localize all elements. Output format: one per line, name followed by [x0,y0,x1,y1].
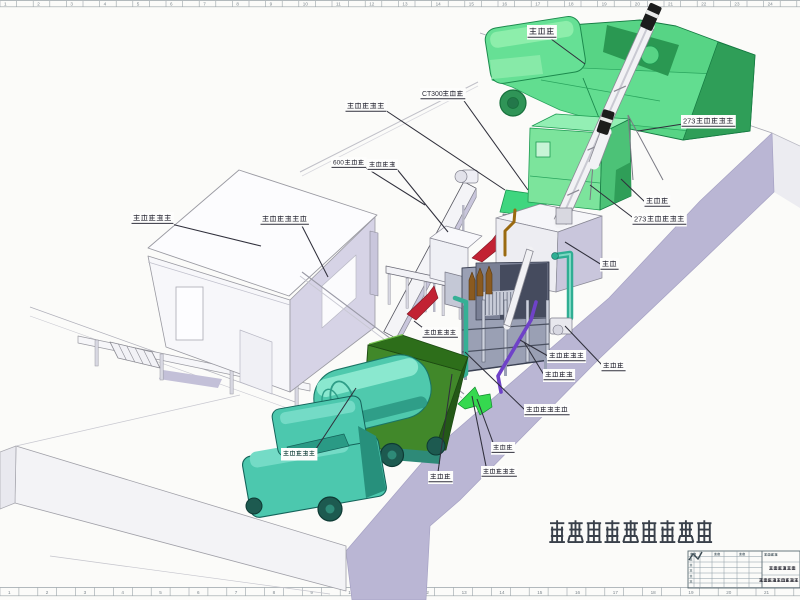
svg-text:14: 14 [499,590,505,595]
svg-text:3: 3 [70,2,73,7]
svg-text:4: 4 [121,590,124,595]
svg-text:6: 6 [170,2,173,7]
svg-text:16: 16 [575,590,581,595]
svg-text:7: 7 [203,2,206,7]
svg-text:12: 12 [369,2,375,7]
svg-text:14: 14 [436,2,442,7]
svg-text:600: 600 [333,160,344,167]
svg-text:21: 21 [668,2,674,7]
svg-text:10: 10 [303,2,309,7]
svg-text:11: 11 [336,2,341,7]
svg-text:5: 5 [137,2,140,7]
svg-text:2: 2 [37,2,40,7]
svg-text:13: 13 [462,590,468,595]
svg-text:9: 9 [310,590,313,595]
svg-text:21: 21 [764,590,770,595]
svg-text:5: 5 [159,590,162,595]
svg-text:3: 3 [84,590,87,595]
svg-text:9: 9 [270,2,273,7]
svg-text:18: 18 [568,2,574,7]
svg-text:17: 17 [613,590,619,595]
svg-text:16: 16 [502,2,508,7]
svg-text:18: 18 [651,590,657,595]
svg-text:24: 24 [768,2,774,7]
svg-text:15: 15 [537,590,543,595]
svg-text:13: 13 [402,2,408,7]
svg-text:15: 15 [469,2,475,7]
svg-text:273: 273 [683,116,695,125]
svg-text:19: 19 [602,2,608,7]
svg-text:23: 23 [734,2,740,7]
svg-text:2: 2 [46,590,49,595]
svg-text:4: 4 [104,2,107,7]
svg-text:20: 20 [635,2,641,7]
svg-text:8: 8 [236,2,239,7]
svg-text:8: 8 [273,590,276,595]
svg-text:6: 6 [197,590,200,595]
svg-text:CT300: CT300 [422,91,443,98]
svg-text:19: 19 [688,590,694,595]
svg-text:7: 7 [235,590,238,595]
svg-text:273: 273 [634,214,646,223]
svg-text:22: 22 [701,2,707,7]
svg-text:20: 20 [726,590,732,595]
svg-text:17: 17 [535,2,541,7]
svg-text:1: 1 [4,2,7,7]
svg-text:1: 1 [8,590,11,595]
